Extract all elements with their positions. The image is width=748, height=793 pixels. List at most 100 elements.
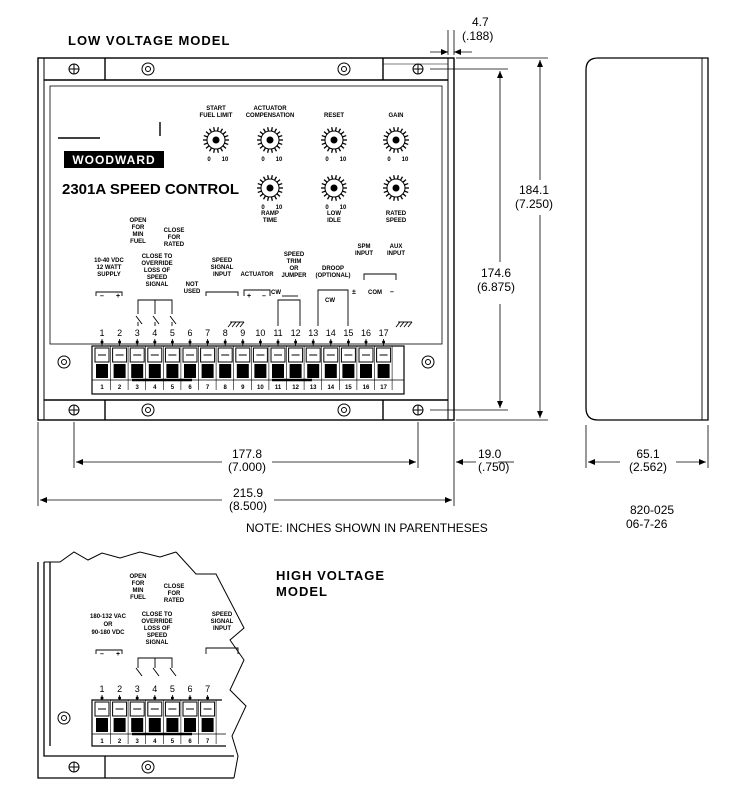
dim-edge-in: (.750) [478,460,509,474]
dial-tick [393,148,396,153]
terminal-3: 33 [129,328,146,391]
dial-center [330,136,338,144]
hv-supply-label-2: OR [104,622,114,628]
dial-tick [273,128,278,133]
terminal-dot [135,340,139,344]
terminal-dot [241,340,245,344]
hv-close-rated-label-2: FOR [168,591,181,597]
dial-tick [321,182,326,186]
dial-tick [340,145,345,149]
terminal-dot [153,340,157,344]
pot-label-line1: RATED [386,211,407,217]
terminal-clamp [272,364,284,378]
terminal-dot [100,696,104,700]
dial-tick [276,131,281,135]
close-rated-label-3: RATED [164,242,185,248]
dial-center [330,184,338,192]
terminal-clamp [148,364,161,378]
dial-tick [402,145,407,149]
terminal-clamp [113,718,126,732]
terminal-clamp [96,718,108,732]
pot-scale-max: 10 [340,205,347,211]
dial-tick [257,182,262,186]
dial-tick [276,145,281,149]
pot-label-line1: GAIN [389,113,404,119]
terminal-dot [258,340,262,344]
dial-tick [262,195,267,200]
screw-icon [68,404,80,416]
dial-tick [219,147,224,152]
terminal-clamp [131,718,144,732]
svg-text:+: + [247,293,251,300]
terminal-clamp [166,364,179,378]
lv-wiring-lines: – + + – ± – [95,273,413,328]
dial-tick [216,127,219,132]
terminal-7: 77 [200,328,217,391]
terminal-number-bottom: 9 [241,385,245,391]
terminal-clamp [201,364,214,378]
terminal-number-bottom: 14 [327,385,334,391]
terminal-dot [100,340,104,344]
dial-tick [399,176,404,181]
terminal-clamp [113,364,126,378]
svg-text:–: – [100,651,104,658]
terminal-dot [188,340,192,344]
terminal-number-top: 1 [99,684,104,694]
product-name: 2301A SPEED CONTROL [62,181,239,198]
supply-label-2: 12 WATT [97,265,122,271]
svg-text:+: + [116,651,120,658]
dial-tick [323,131,328,135]
terminal-dot [276,340,280,344]
dial-tick [396,127,399,132]
dial-tick [259,179,264,183]
dial-tick [342,142,347,146]
pot-label-line2: SPEED [386,218,407,224]
dial-tick [270,175,273,180]
dial-tick [402,193,407,197]
hv-close-override-label-3: LOSS OF [144,626,171,632]
pot-label-line2: COMPENSATION [246,113,295,119]
terminal-clamp [184,718,196,732]
terminal-number-top: 12 [291,328,301,338]
not-used-label-2: USED [184,289,201,295]
terminal-clamp [307,364,320,378]
dial-tick [383,134,388,138]
dial-tick [334,196,337,201]
terminal-1: 11 [94,684,111,745]
terminal-number-top: 11 [273,328,282,338]
dial-tick [222,131,227,135]
dial-tick [323,179,328,183]
note-text: NOTE: INCHES SHOWN IN PARENTHESES [246,521,488,535]
terminal-number-top: 2 [117,684,122,694]
terminal-9: 99 [235,328,252,391]
dial-tick [396,196,399,201]
dial-tick [321,134,326,138]
terminal-clamp [377,364,390,378]
dial-tick [334,175,337,180]
dial-tick [326,195,331,200]
terminal-number-top: 4 [152,328,157,338]
hv-mount-screws [57,711,155,774]
dim-depth-mm: 65.1 [636,447,660,461]
terminal-number-top: 6 [187,328,192,338]
droop-label-1: DROOP [322,266,344,272]
terminal-number-bottom: 3 [136,739,140,745]
screw-icon [337,62,351,76]
dial-tick [205,131,210,135]
terminal-dot [118,340,122,344]
terminal-dot [329,340,333,344]
dial-tick [326,176,331,181]
terminal-dot [346,340,350,344]
svg-text:+: + [116,293,120,300]
cw-label-2: CW [325,298,335,304]
dial-tick [259,193,264,197]
screw-icon [57,355,71,369]
dial-tick [385,131,390,135]
close-override-label-5: SIGNAL [146,282,169,288]
dial-tick [276,193,281,197]
dial-tick [219,128,224,133]
terminal-clamp [166,718,179,732]
